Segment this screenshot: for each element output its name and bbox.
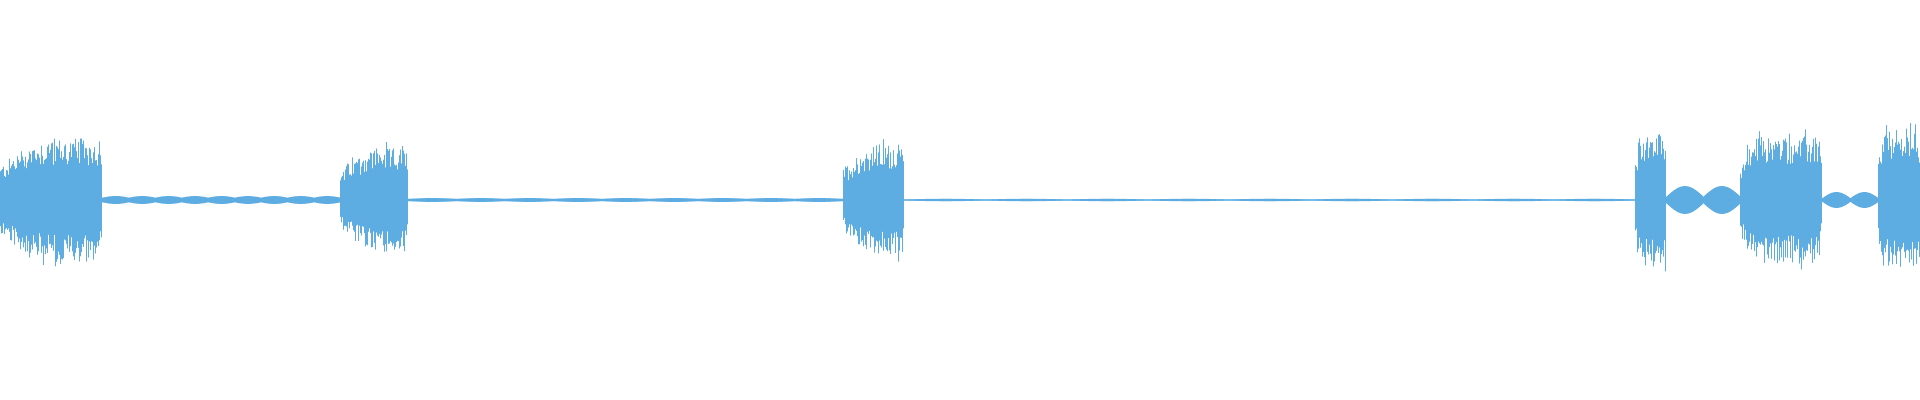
audio-waveform[interactable] bbox=[0, 0, 1920, 400]
waveform-canvas[interactable] bbox=[0, 0, 1920, 400]
